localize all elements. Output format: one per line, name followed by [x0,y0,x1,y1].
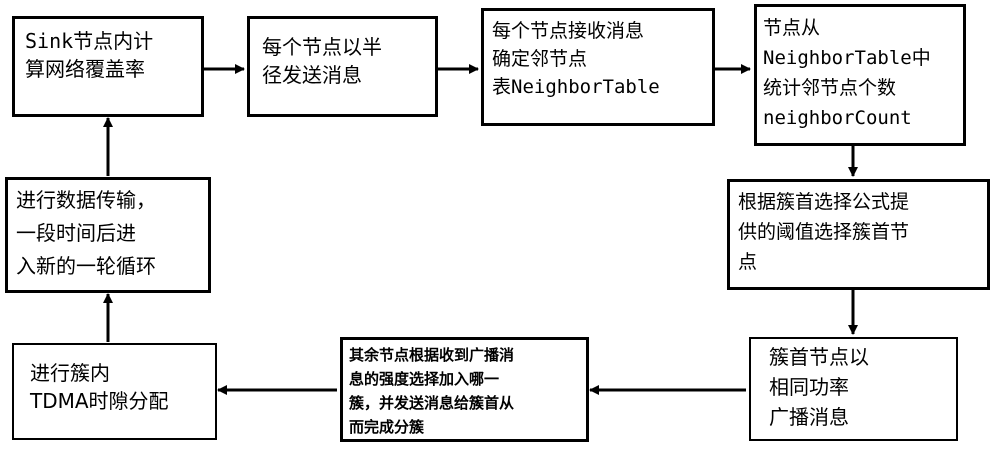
step-cluster-head-broadcast: 簇首节点以 相同功率 广播消息 [749,337,958,441]
step-data-transfer: 进行数据传输， 一段时间后进 入新的一轮循环 [5,177,211,293]
step-select-cluster-head: 根据簇首选择公式提 供的阈值选择簇首节 点 [727,179,990,290]
step-join-cluster: 其余节点根据收到广播消 息的强度选择加入哪一 簇，并发送消息给簇首从 而完成分簇 [340,337,589,442]
step-tdma-allocation: 进行簇内 TDMA时隙分配 [12,343,217,440]
step-broadcast-radius: 每个节点以半 径发送消息 [247,16,438,117]
step-sink-coverage: Sink节点内计 算网络覆盖率 [12,16,204,117]
step-neighbor-count: 节点从 NeighborTable中 统计邻节点个数 neighborCount [754,4,966,146]
step-neighbor-table: 每个节点接收消息 确定邻节点 表NeighborTable [481,8,715,126]
